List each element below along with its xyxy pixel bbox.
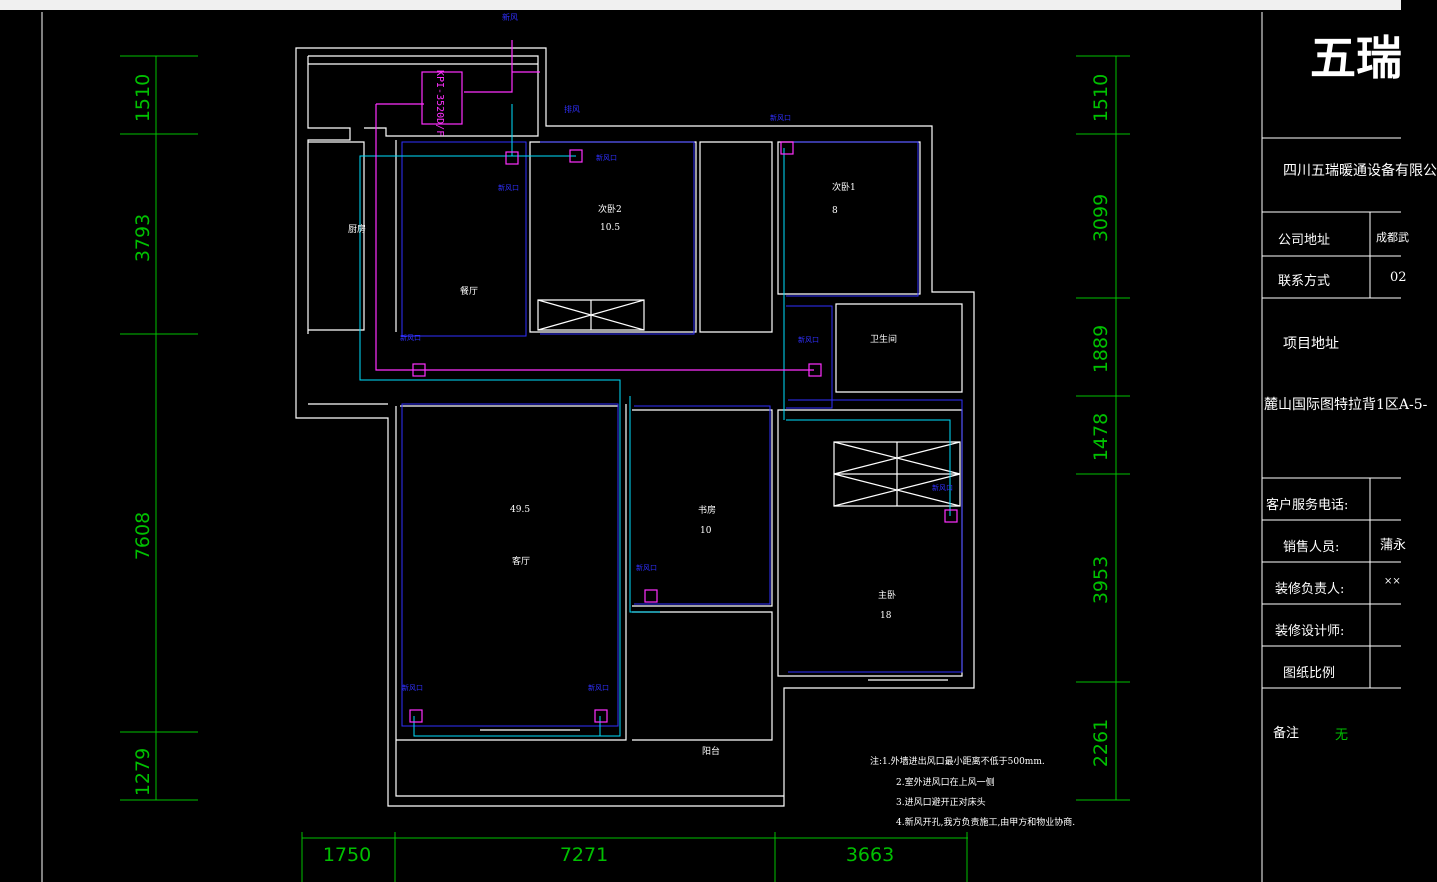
- bottom-dimension-chain: [301, 832, 968, 882]
- dim-right-4: 1478: [1090, 413, 1112, 461]
- note-2: 2.室外进风口在上风一侧: [896, 776, 995, 788]
- duct-magenta: [375, 40, 958, 723]
- svg-text:新风口: 新风口: [402, 683, 423, 692]
- room-bed2: 次卧2: [598, 203, 622, 215]
- left-dimension-chain: [120, 55, 198, 801]
- duct-blue: [401, 141, 963, 727]
- svg-text:新风口: 新风口: [932, 483, 953, 492]
- svg-text:新风口: 新风口: [498, 183, 519, 192]
- titleblock-grid: [1262, 137, 1401, 689]
- project-value: 麓山国际图特拉背1区A-5-: [1264, 397, 1428, 413]
- svg-text:新风口: 新风口: [596, 153, 617, 162]
- address-label: 公司地址: [1278, 233, 1331, 248]
- remark-label: 备注: [1273, 726, 1300, 741]
- company-name: 四川五瑞暖通设备有限公: [1283, 163, 1437, 179]
- dim-left-4: 1279: [132, 748, 154, 796]
- outdoor-out-label: 排风: [564, 104, 580, 114]
- svg-text:新风口: 新风口: [770, 113, 791, 122]
- decor-label: 装修负责人:: [1275, 582, 1345, 597]
- room-master: 主卧: [878, 589, 896, 601]
- room-kitchen: 厨房: [348, 223, 366, 235]
- room-master-area: 18: [880, 611, 892, 621]
- contact-value: 02: [1390, 270, 1407, 285]
- room-bath: 卫生间: [870, 333, 897, 345]
- room-dining: 餐厅: [460, 285, 478, 297]
- room-balcony: 阳台: [702, 745, 720, 757]
- project-label: 项目地址: [1283, 336, 1339, 352]
- contact-label: 联系方式: [1278, 274, 1331, 289]
- dim-bottom-3: 3663: [846, 844, 894, 866]
- svg-text:新风口: 新风口: [798, 335, 819, 344]
- note-4: 4.新风开孔,我方负责施工,由甲方和物业协商.: [896, 816, 1075, 828]
- dim-right-1: 1510: [1090, 74, 1112, 122]
- decor-value: ××: [1384, 576, 1401, 587]
- room-study: 书房: [698, 504, 716, 516]
- walls: [295, 47, 975, 807]
- remark-value: 无: [1335, 728, 1349, 743]
- scale-label: 图纸比例: [1283, 666, 1336, 681]
- logo-text: 五瑞: [1310, 31, 1402, 85]
- unit-label: KPI-3520D/F: [434, 70, 445, 136]
- dim-right-2: 3099: [1090, 194, 1112, 242]
- service-label: 客户服务电话:: [1266, 498, 1349, 513]
- room-bed2-area: 10.5: [600, 223, 620, 233]
- drawing-frame: [41, 12, 1263, 882]
- room-living: 客厅: [512, 555, 530, 567]
- dim-bottom-2: 7271: [560, 844, 608, 866]
- dim-right-6: 2261: [1090, 719, 1112, 767]
- sales-label: 销售人员:: [1283, 540, 1340, 555]
- outdoor-in-label: 新风: [502, 12, 518, 22]
- designer-label: 装修设计师:: [1275, 624, 1345, 639]
- room-living-area: 49.5: [510, 505, 530, 515]
- note-1: 注:1.外墙进出风口最小距离不低于500mm.: [870, 755, 1045, 767]
- right-dimension-chain: [1076, 55, 1130, 801]
- dim-left-1: 1510: [132, 74, 154, 122]
- room-study-area: 10: [700, 526, 712, 536]
- dim-right-5: 3953: [1090, 556, 1112, 604]
- cad-drawing: 1510 3793 7608 1279 1510 3099 1889 1478 …: [41, 12, 1401, 882]
- note-3: 3.进风口避开正对床头: [896, 796, 986, 808]
- svg-text:新风口: 新风口: [588, 683, 609, 692]
- room-bed1-area: 8: [832, 206, 838, 216]
- dim-bottom-1: 1750: [323, 844, 371, 866]
- vent-labels: 新风口 新风口 新风口 新风口 新风口 新风口 新风口 新风口 新风口: [400, 113, 953, 692]
- room-bed1: 次卧1: [832, 181, 856, 193]
- dim-left-2: 3793: [132, 214, 154, 262]
- top-toolbar-strip: [0, 0, 1401, 10]
- dim-right-3: 1889: [1090, 325, 1112, 373]
- address-value: 成都武: [1376, 231, 1409, 244]
- sales-value: 蒲永: [1380, 538, 1407, 553]
- svg-text:新风口: 新风口: [636, 563, 657, 572]
- svg-text:新风口: 新风口: [400, 333, 421, 342]
- duct-cyan: [359, 104, 951, 737]
- dim-left-3: 7608: [132, 512, 154, 560]
